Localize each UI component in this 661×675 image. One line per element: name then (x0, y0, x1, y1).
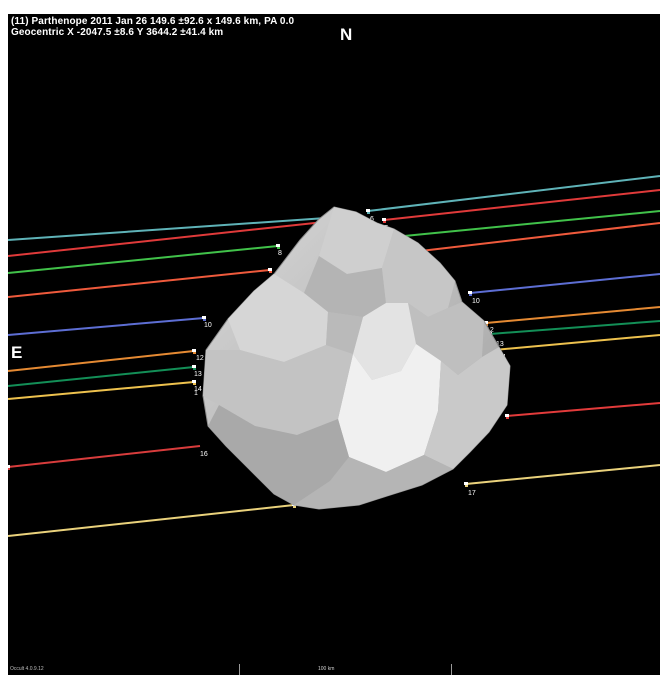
chord-15-segment-a (506, 402, 660, 417)
chord-7-segment-a (8, 221, 325, 257)
chord-14-endpoint-tick (193, 383, 196, 385)
chord-8-segment-a (8, 245, 279, 274)
chord-6-endpoint-tick (367, 212, 370, 214)
north-marker: N (340, 25, 353, 44)
chord-8-endpoint (276, 244, 280, 247)
chord-10-endpoint (468, 291, 472, 294)
chord-17-endpoint-tick (293, 506, 296, 508)
chord-16-endpoint-tick (8, 468, 10, 470)
east-marker: E (11, 343, 23, 362)
chord-14-endpoint (192, 380, 196, 383)
chord-9-segment-a (8, 269, 271, 298)
chord-13-endpoint-tick (193, 368, 196, 370)
chord-10-label-right: 10 (472, 298, 480, 305)
chord-14-segment-b (493, 334, 660, 351)
chord-12-endpoint (484, 321, 488, 324)
chord-16-segment-a (8, 445, 201, 468)
chord-17-label: 17 (468, 490, 476, 497)
chord-12-endpoint (192, 349, 196, 352)
chord-plot-canvas: 67810101212131314141617 1 (8, 175, 660, 537)
chord-8-label: 8 (278, 250, 282, 257)
chord-6-segment-a (8, 217, 327, 241)
chord-16: 16 (8, 445, 208, 470)
chord-6-label: 6 (370, 216, 374, 223)
chord-16-endpoint (8, 465, 10, 468)
chord-8-endpoint-tick (277, 247, 280, 249)
chord-10-endpoint (202, 316, 206, 319)
chord-15-endpoint (505, 414, 509, 417)
chord-17-segment-a (8, 504, 295, 537)
chord-13-label: 13 (194, 371, 202, 378)
chord-6-segment-b (367, 175, 660, 212)
chord-10-label: 10 (204, 322, 212, 329)
software-version-label: Occult 4.0.9.12 (10, 666, 44, 672)
chord-13-endpoint (192, 365, 196, 368)
chord-12-label: 12 (196, 355, 204, 362)
chord-16-label: 16 (200, 451, 208, 458)
chord-9-endpoint (268, 268, 272, 271)
chord-10-segment-a (8, 317, 205, 336)
chord-17: 17 (8, 464, 660, 537)
chord-12-endpoint-tick (193, 352, 196, 354)
chord-10-endpoint-tick (203, 319, 206, 321)
chord-9-segment-b (411, 222, 660, 253)
chord-7-endpoint-tick (383, 221, 386, 223)
chord-13-segment-b (489, 320, 660, 335)
header-object-info: (11) Parthenope 2011 Jan 26 149.6 ±92.6 … (11, 16, 295, 27)
asteroid-shape-model (202, 206, 511, 510)
chord-8-segment-b (393, 210, 660, 238)
chord-partial-label: 1 (194, 390, 198, 397)
chord-7-endpoint (382, 218, 386, 221)
chord-10-segment-b (469, 273, 660, 294)
header-geocentric-coords: Geocentric X -2047.5 ±8.6 Y 3644.2 ±41.4… (11, 27, 224, 38)
scale-bar-label: 100 km (318, 666, 335, 672)
chord-6-endpoint (366, 209, 370, 212)
chord-17-endpoint-tick (465, 485, 468, 487)
chord-13-segment-a (8, 366, 195, 387)
chord-17-endpoint (464, 482, 468, 485)
chord-14-segment-a (8, 381, 195, 400)
scale-bar-tick-right (451, 664, 452, 675)
chord-12-segment-b (485, 306, 660, 324)
chord-10: 10 10 (8, 273, 660, 336)
scale-bar-tick-left (239, 664, 240, 675)
chord-9-endpoint-tick (269, 271, 272, 273)
chord-14-label: 14 (194, 386, 202, 393)
chord-13-label-right: 13 (496, 341, 504, 348)
chord-15 (505, 402, 660, 419)
chord-12-segment-a (8, 350, 195, 372)
chord-15-endpoint-tick (506, 417, 509, 419)
chord-7-segment-b (383, 189, 660, 221)
chord-10-endpoint-tick (469, 294, 472, 296)
occultation-plot: 67810101212131314141617 1 (11) Parthenop… (8, 14, 660, 675)
chord-17-segment-b (465, 464, 660, 485)
